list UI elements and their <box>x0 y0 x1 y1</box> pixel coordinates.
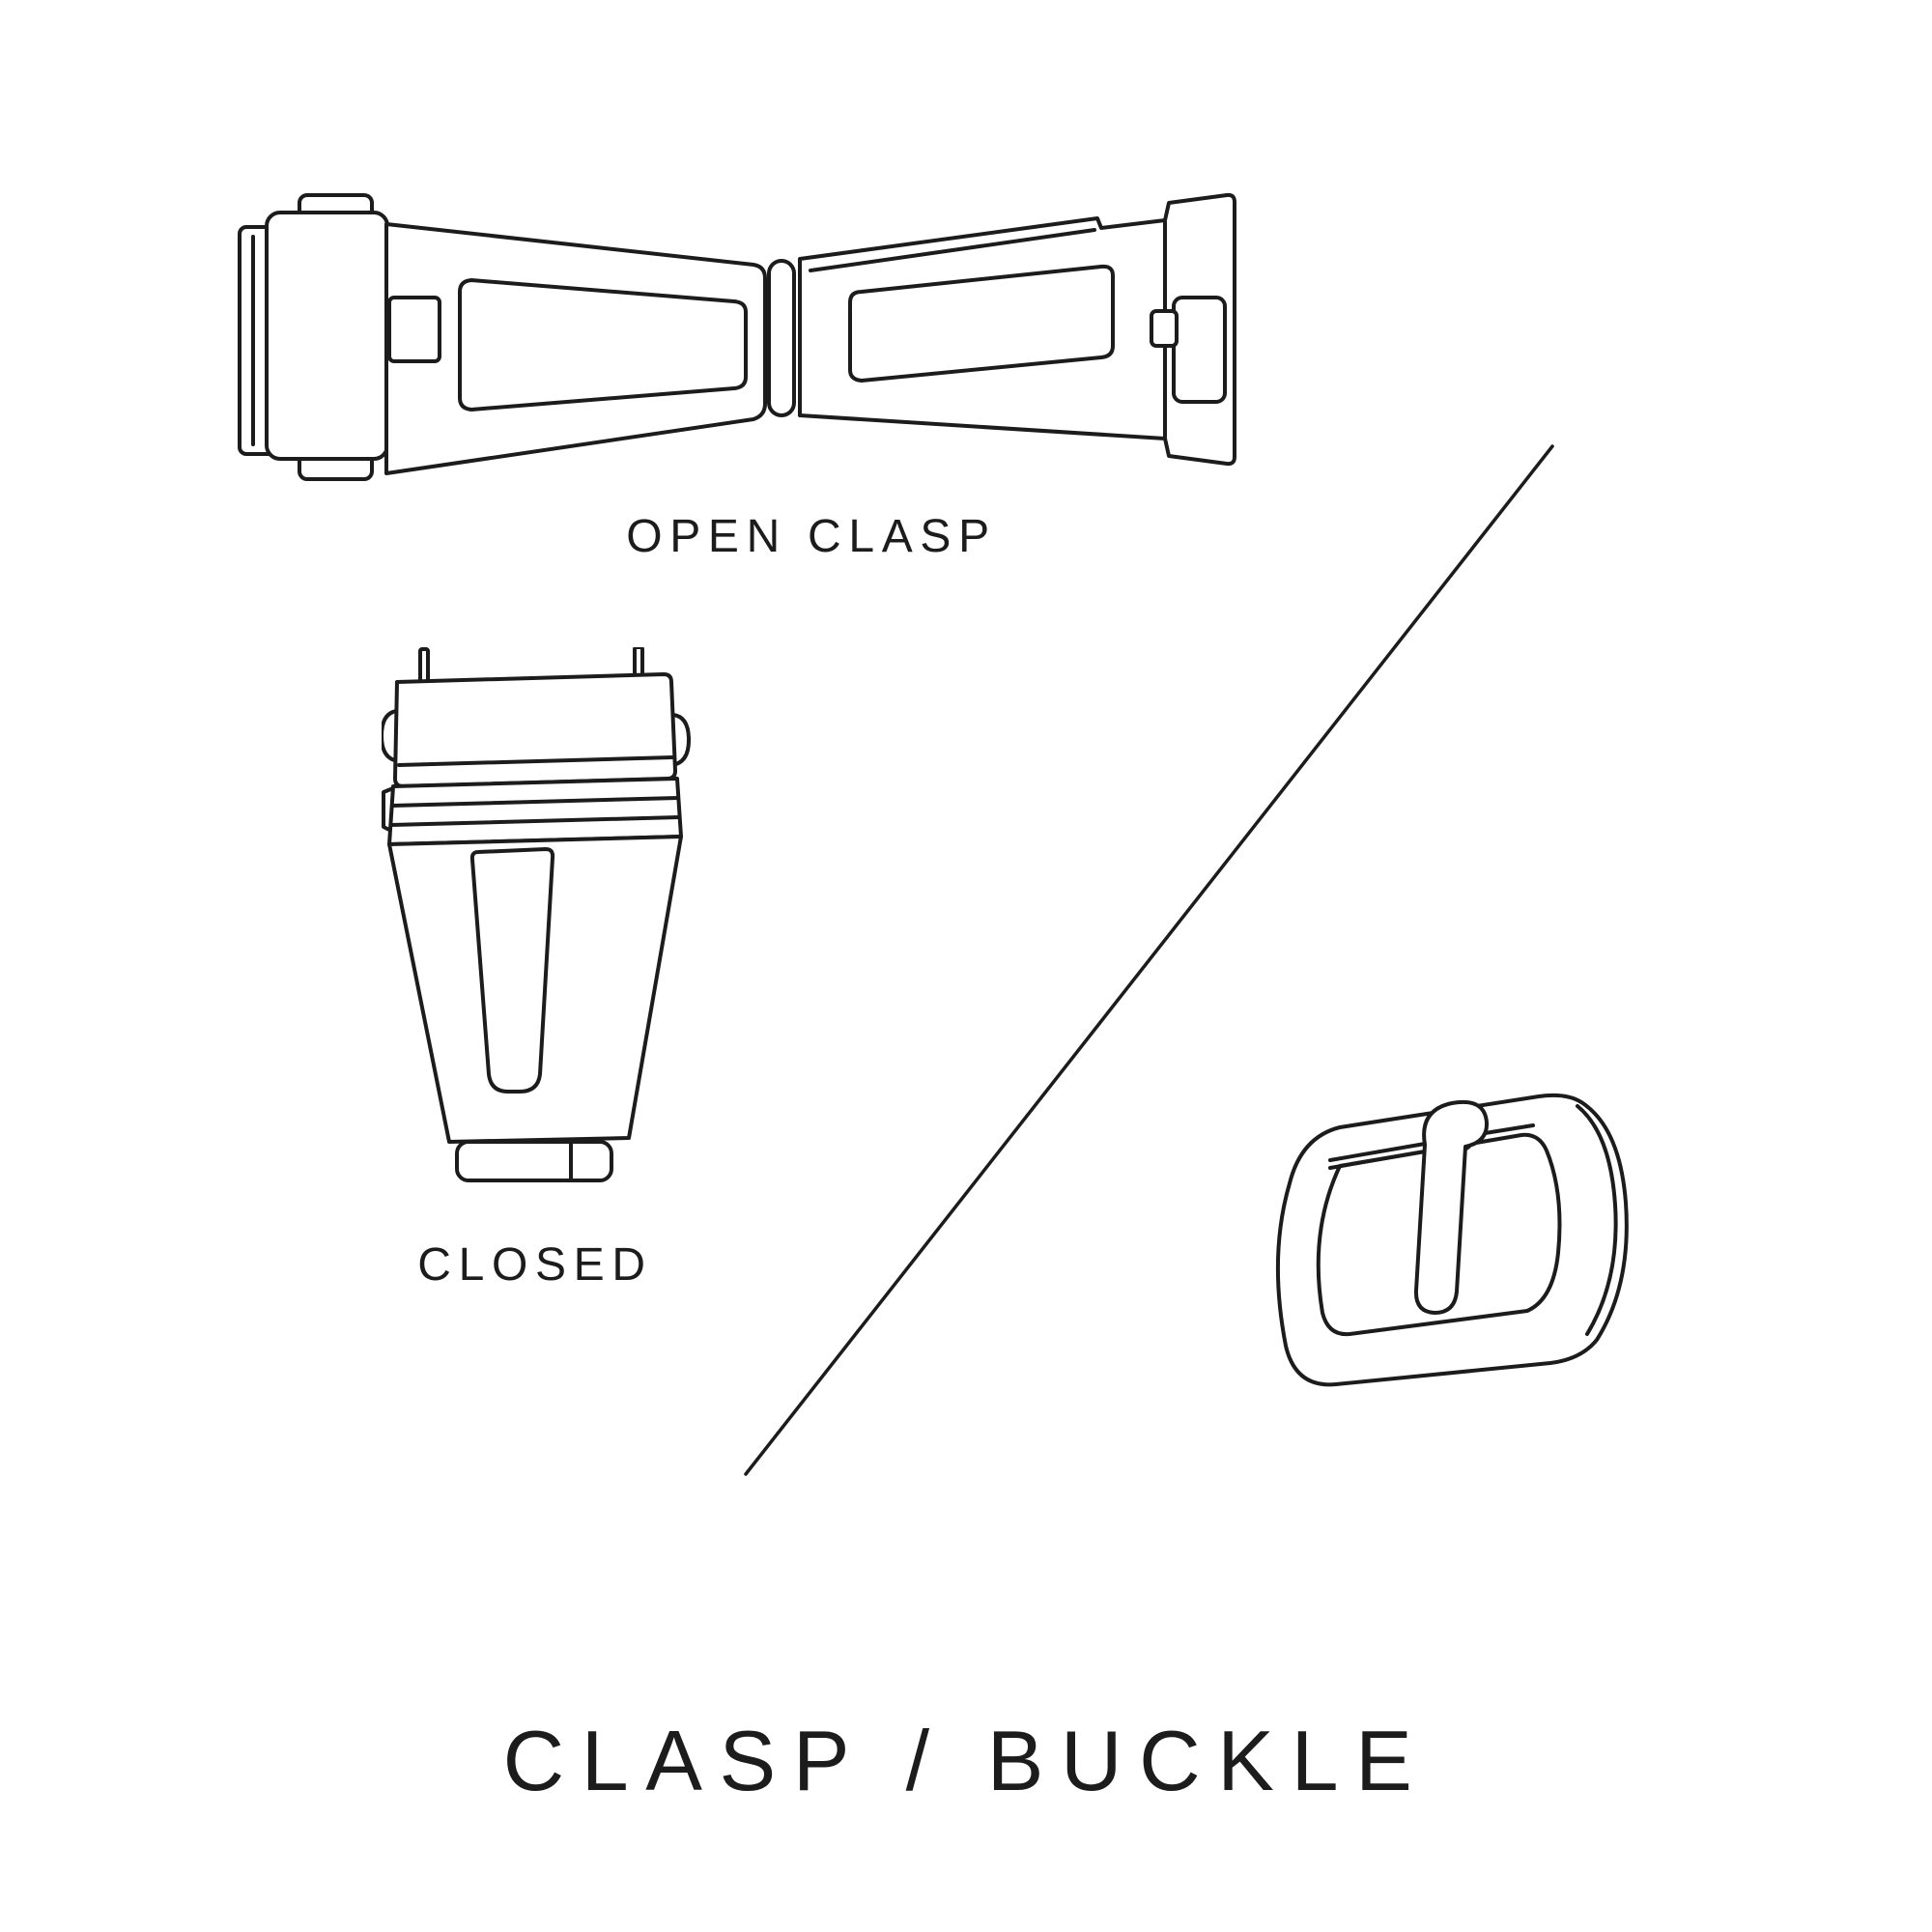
open-clasp-hinge <box>767 259 796 417</box>
closed-clasp-illustration <box>382 647 691 1182</box>
diagram-title: CLASP / BUCKLE <box>502 1713 1430 1808</box>
open-clasp-illustration <box>238 192 1236 481</box>
closed-clasp-top-block <box>382 672 691 788</box>
tang-buckle-illustration <box>1275 1093 1629 1387</box>
open-clasp-left-arm <box>384 222 767 475</box>
open-clasp-label: OPEN CLASP <box>626 511 997 562</box>
closed-clasp-band <box>382 777 683 846</box>
buckle-tongue <box>1413 1100 1490 1315</box>
open-clasp-left-endlink <box>238 193 389 481</box>
closed-clasp-end-piece <box>455 1140 613 1182</box>
closed-clasp-body <box>387 835 683 1144</box>
open-clasp-right-arm <box>798 192 1236 467</box>
closed-clasp-label: CLOSED <box>417 1239 653 1291</box>
